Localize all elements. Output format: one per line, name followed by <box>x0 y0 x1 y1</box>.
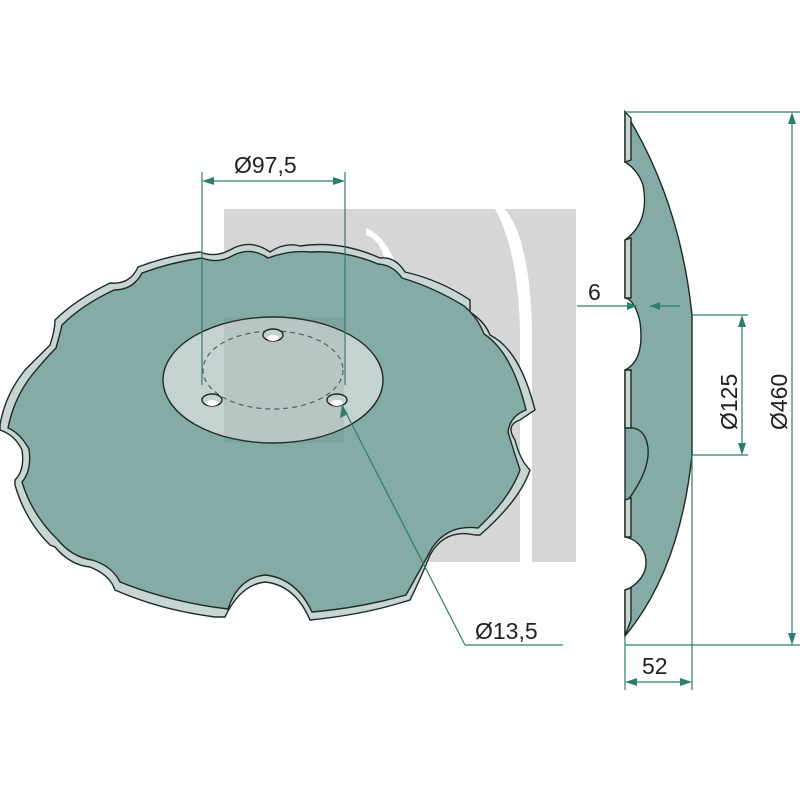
dimension-bolt-hole: Ø13,5 <box>340 404 563 646</box>
label-outer-diameter: Ø460 <box>766 374 792 430</box>
dimension-dish-depth: 52 <box>624 455 693 690</box>
bolt-hole-left <box>201 393 223 407</box>
label-bolt-circle: Ø97,5 <box>234 152 297 178</box>
disc-perspective-view <box>0 243 536 621</box>
disc-side-profile <box>624 109 693 638</box>
bolt-hole-right <box>326 393 348 407</box>
label-bolt-hole: Ø13,5 <box>475 618 538 644</box>
label-thickness: 6 <box>588 279 601 305</box>
disc-side-view <box>624 109 693 638</box>
label-dish-depth: 52 <box>642 653 668 679</box>
dimension-bolt-circle: Ø97,5 <box>201 152 346 385</box>
dimension-hub-diameter: Ø125 <box>692 314 748 456</box>
center-hub <box>162 316 384 444</box>
bolt-hole-top <box>262 328 284 342</box>
dimension-thickness: 6 <box>577 279 680 310</box>
label-hub-diameter: Ø125 <box>716 374 742 430</box>
dimension-outer-diameter: Ø460 <box>625 111 800 646</box>
